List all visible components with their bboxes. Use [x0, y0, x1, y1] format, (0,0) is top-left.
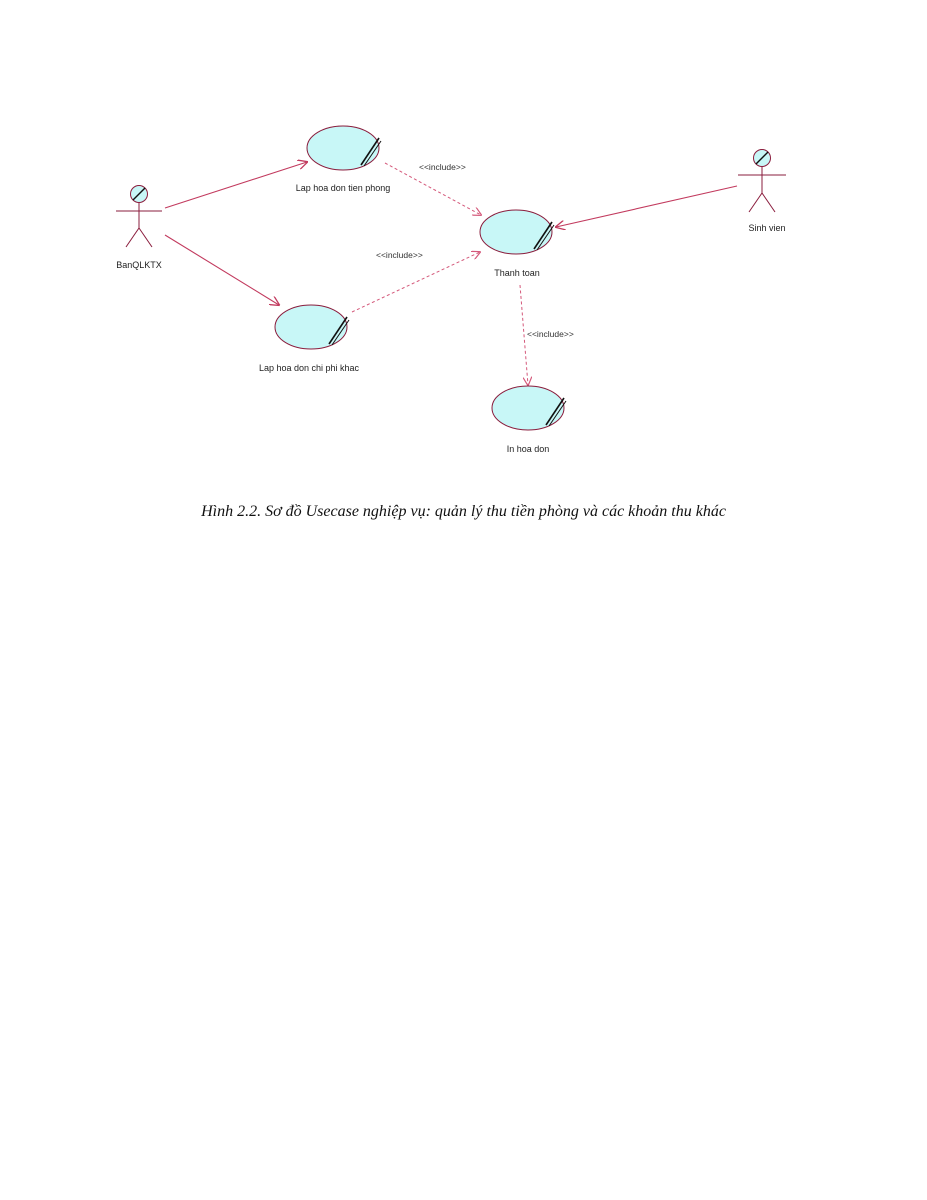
usecase-label: In hoa don — [507, 444, 550, 454]
usecase-lap-hoa-don-tien-phong[interactable]: Lap hoa don tien phong — [296, 125, 391, 193]
usecase-label: Lap hoa don chi phi khac — [259, 363, 360, 373]
usecase-diagram: <<include>> <<include>> <<include>> Lap … — [116, 125, 786, 454]
usecase-label: Thanh toan — [494, 268, 540, 278]
figure-caption: Hình 2.2. Sơ đồ Usecase nghiệp vụ: quản … — [201, 503, 726, 520]
association-sinhvien-thanh-toan — [556, 185, 738, 227]
usecase-ellipse-icon — [491, 385, 567, 431]
relations-layer: <<include>> <<include>> <<include>> — [164, 162, 738, 385]
usecase-ellipse-icon — [274, 304, 350, 350]
stick-figure-actor-icon — [738, 149, 786, 213]
include-thanh-toan-in-hoa-don — [519, 284, 528, 385]
usecase-in-hoa-don[interactable]: In hoa don — [491, 385, 567, 454]
include-lap-tien-phong-thanh-toan — [384, 162, 481, 215]
association-banqlktx-lap-chi-phi-khac — [164, 234, 279, 305]
actor-banqlktx[interactable]: BanQLKTX — [116, 185, 162, 271]
usecase-ellipse-icon — [479, 209, 555, 255]
usecase-thanh-toan[interactable]: Thanh toan — [479, 209, 555, 278]
association-banqlktx-lap-tien-phong — [164, 162, 307, 209]
include-label-in-hoa-don: <<include>> — [527, 329, 574, 339]
include-label-chi-phi-khac: <<include>> — [376, 250, 423, 260]
usecase-lap-hoa-don-chi-phi-khac[interactable]: Lap hoa don chi phi khac — [259, 304, 360, 373]
actor-label: Sinh vien — [748, 223, 785, 233]
actor-sinh-vien[interactable]: Sinh vien — [738, 149, 786, 234]
usecase-ellipse-icon — [306, 125, 382, 171]
include-label-tien-phong: <<include>> — [419, 162, 466, 172]
usecase-label: Lap hoa don tien phong — [296, 183, 391, 193]
include-lap-chi-phi-khac-thanh-toan — [351, 252, 480, 313]
stick-figure-actor-icon — [116, 185, 162, 248]
actor-label: BanQLKTX — [116, 260, 162, 270]
